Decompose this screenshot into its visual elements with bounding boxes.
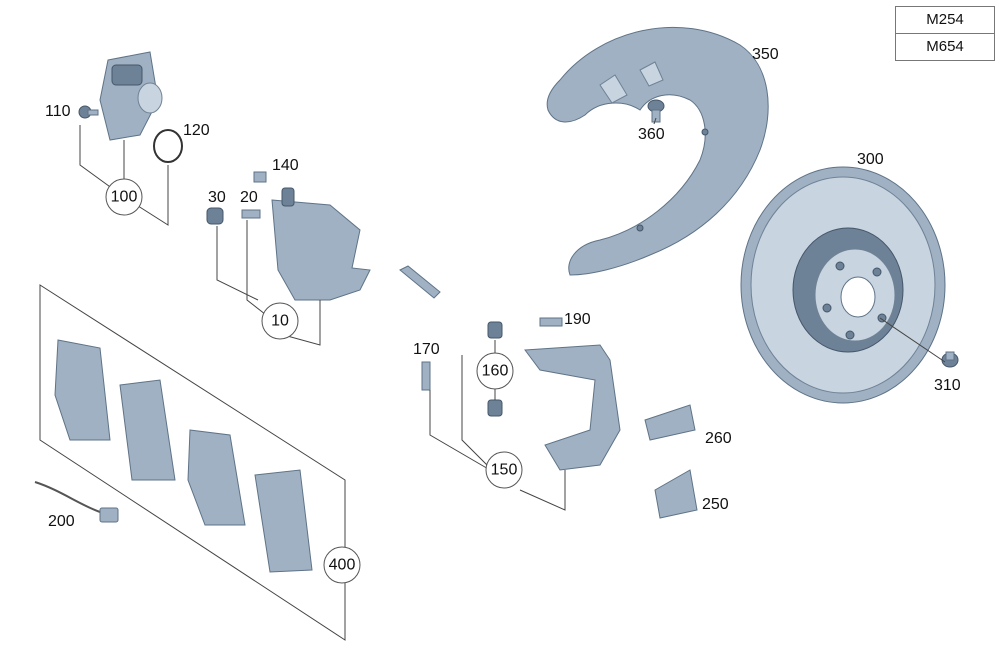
- label-360: 360: [638, 126, 665, 143]
- label-30: 30: [208, 189, 226, 206]
- caliper-carrier: [524, 344, 621, 471]
- label-110: 110: [45, 103, 71, 120]
- bubble-10: 10: [261, 302, 299, 340]
- shield-bolt: [647, 99, 665, 123]
- model-code-1: M254: [926, 11, 964, 28]
- label-190: 190: [564, 311, 591, 328]
- bubble-160: 160: [476, 352, 514, 390]
- cap: [206, 207, 224, 225]
- guide-pin: [399, 265, 441, 299]
- svg-text:160: 160: [482, 363, 509, 380]
- bubble-150: 150: [485, 451, 523, 489]
- carrier-bolt: [539, 317, 563, 327]
- label-260: 260: [705, 430, 732, 447]
- parking-brake-actuator: [99, 51, 163, 141]
- spring-clip-upper: [644, 404, 696, 441]
- label-350: 350: [752, 46, 779, 63]
- svg-text:400: 400: [329, 557, 356, 574]
- label-200: 200: [48, 513, 75, 530]
- bubble-100: 100: [105, 178, 143, 216]
- label-20: 20: [240, 189, 258, 206]
- brake-caliper: [271, 187, 371, 301]
- brake-disc: [740, 166, 946, 404]
- label-310: 310: [934, 377, 961, 394]
- bubble-400: 400: [323, 546, 361, 584]
- label-250: 250: [702, 496, 729, 513]
- svg-text:100: 100: [111, 189, 138, 206]
- label-300: 300: [857, 151, 884, 168]
- model-code-2: M654: [896, 33, 994, 60]
- actuator-bolt: [78, 105, 99, 119]
- label-120: 120: [183, 122, 210, 139]
- bleed-valve: [241, 209, 261, 219]
- dust-shield: [546, 26, 769, 276]
- svg-text:10: 10: [271, 313, 289, 330]
- label-140: 140: [272, 157, 299, 174]
- bushing-bottom: [487, 399, 503, 417]
- spring-clip-lower: [654, 469, 698, 519]
- leader-lines: [39, 117, 946, 641]
- bushing-top: [487, 321, 503, 339]
- bleed-screw: [253, 171, 267, 183]
- o-ring: [153, 129, 183, 163]
- label-170: 170: [413, 341, 440, 358]
- model-code-table: M254 M654: [895, 6, 995, 61]
- disc-screw: [941, 351, 959, 368]
- brake-pad-set: [54, 339, 313, 573]
- svg-text:150: 150: [491, 462, 518, 479]
- carrier-bolt-long: [421, 361, 431, 391]
- wear-sensor: [34, 481, 119, 523]
